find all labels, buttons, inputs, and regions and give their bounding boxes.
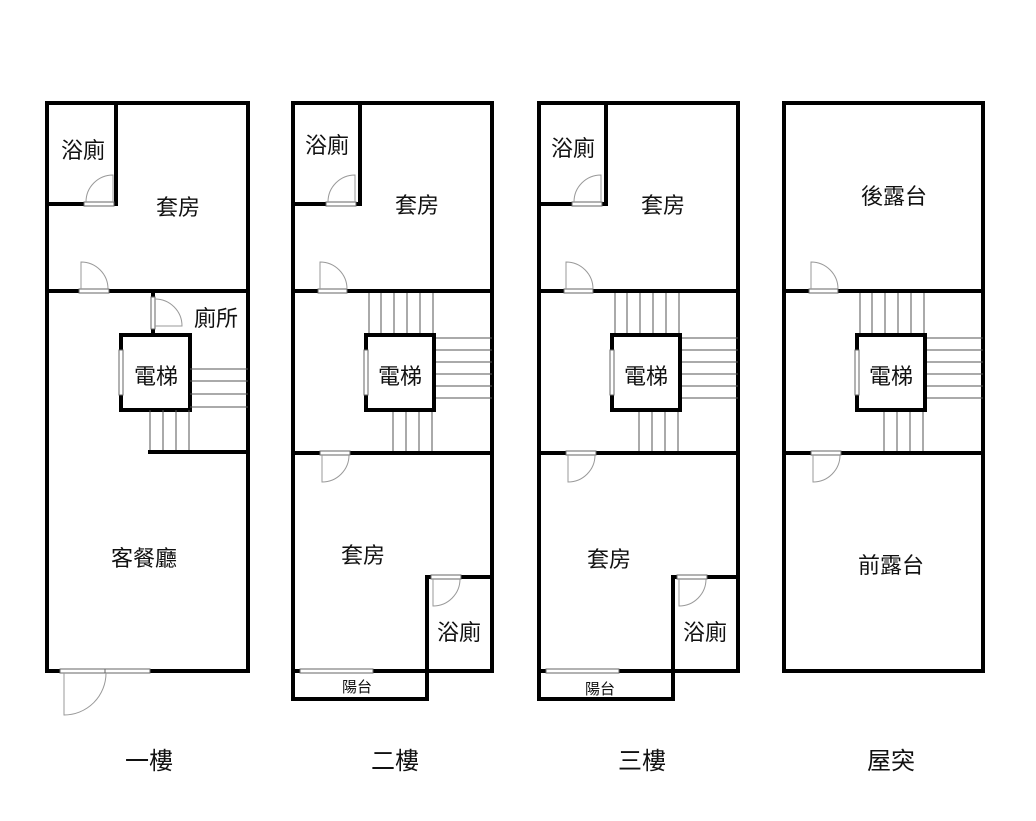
floor-roof: 後露台 電梯 前露台 屋突 <box>782 101 985 775</box>
room-rear-terrace: 後露台 <box>861 185 927 210</box>
room-front-terrace: 前露台 <box>858 554 924 579</box>
floor-label: 一樓 <box>125 747 173 775</box>
room-suite-bottom: 套房 <box>341 544 385 569</box>
floor-3: 浴廁 套房 電梯 套房 浴廁 陽台 三樓 <box>539 103 738 775</box>
room-living-dining: 客餐廳 <box>111 547 177 572</box>
room-bath-bottom: 浴廁 <box>437 621 481 646</box>
room-bath-top: 浴廁 <box>305 134 349 159</box>
floor-label: 屋突 <box>867 747 915 775</box>
elevator: 電梯 <box>869 365 913 390</box>
room-balcony: 陽台 <box>585 680 615 698</box>
room-suite-bottom: 套房 <box>587 548 631 573</box>
elevator: 電梯 <box>378 365 422 390</box>
elevator: 電梯 <box>134 365 178 390</box>
room-suite-top: 套房 <box>641 194 685 219</box>
room-balcony: 陽台 <box>342 678 372 696</box>
elevator: 電梯 <box>624 365 668 390</box>
room-bath: 浴廁 <box>61 139 105 164</box>
floor-label: 二樓 <box>371 747 419 775</box>
room-toilet: 廁所 <box>194 307 238 332</box>
floor-1: 浴廁 套房 廁所 電梯 客餐廳 一樓 <box>45 101 250 775</box>
room-bath-top: 浴廁 <box>551 137 595 162</box>
room-bath-bottom: 浴廁 <box>683 621 727 646</box>
floor-label: 三樓 <box>618 747 666 775</box>
floor-2: 浴廁 套房 電梯 套房 浴廁 陽台 二樓 <box>293 103 492 775</box>
room-suite-top: 套房 <box>395 194 439 219</box>
room-suite: 套房 <box>156 196 200 221</box>
